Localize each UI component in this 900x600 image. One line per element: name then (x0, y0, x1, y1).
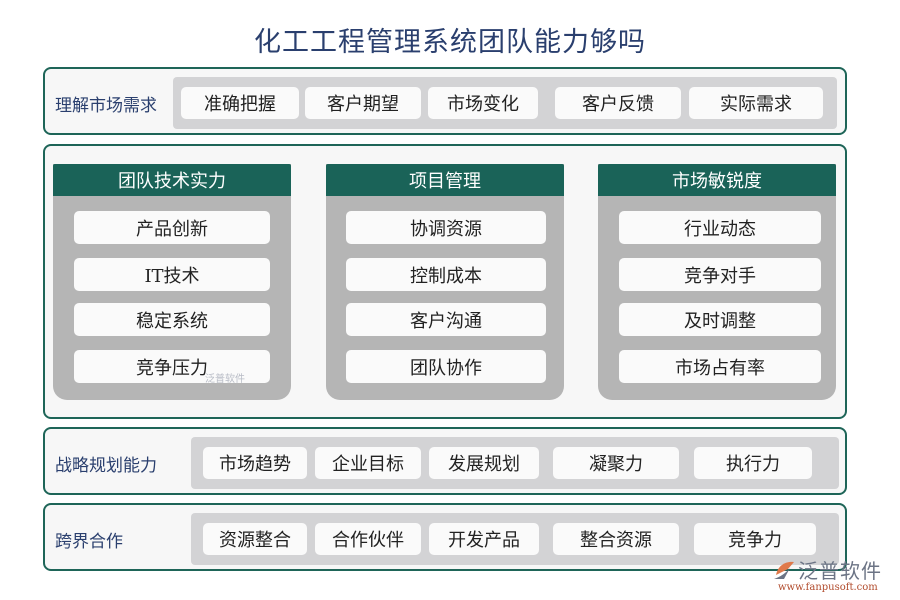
chip: 实际需求 (689, 87, 823, 119)
chip: 企业目标 (315, 447, 421, 479)
panel-title: 市场敏锐度 (598, 164, 836, 196)
items-strip: 市场趋势 企业目标 发展规划 凝聚力 执行力 (191, 437, 839, 489)
chip: 竞争力 (694, 523, 816, 555)
panel-item: 控制成本 (346, 258, 546, 291)
chip: 凝聚力 (553, 447, 679, 479)
chip: 客户期望 (305, 87, 421, 119)
page-title: 化工工程管理系统团队能力够吗 (254, 27, 646, 58)
chip: 开发产品 (429, 523, 539, 555)
chip: 准确把握 (181, 87, 299, 119)
chip: 发展规划 (429, 447, 539, 479)
panel-title: 项目管理 (326, 164, 564, 196)
row-label: 战略规划能力 (55, 456, 157, 476)
logo-icon (774, 561, 794, 579)
row-label: 理解市场需求 (55, 96, 157, 116)
panel-item: 团队协作 (346, 350, 546, 383)
chip: 客户反馈 (555, 87, 681, 119)
panel-item: 产品创新 (74, 211, 270, 244)
row-market-needs: 理解市场需求 准确把握 客户期望 市场变化 客户反馈 实际需求 (43, 67, 847, 135)
panel-item: IT技术 (74, 258, 270, 291)
panel-item: 协调资源 (346, 211, 546, 244)
row-strategy: 战略规划能力 市场趋势 企业目标 发展规划 凝聚力 执行力 (43, 427, 847, 495)
chip: 执行力 (694, 447, 812, 479)
panel-item: 行业动态 (619, 211, 821, 244)
panel-item: 及时调整 (619, 303, 821, 336)
panel-item: 竞争对手 (619, 258, 821, 291)
chip: 市场趋势 (203, 447, 307, 479)
panel-market-sensitivity: 市场敏锐度 行业动态 竞争对手 及时调整 市场占有率 (598, 164, 836, 400)
panel-item: 稳定系统 (74, 303, 270, 336)
chip: 整合资源 (553, 523, 679, 555)
brand-logo: 泛普软件 www.fanpusoft.com (772, 555, 897, 597)
chip: 合作伙伴 (315, 523, 421, 555)
row-cross-border: 跨界合作 资源整合 合作伙伴 开发产品 整合资源 竞争力 (43, 503, 847, 571)
panel-item: 客户沟通 (346, 303, 546, 336)
panel-project-management: 项目管理 协调资源 控制成本 客户沟通 团队协作 (326, 164, 564, 400)
watermark-small: 泛普软件 (205, 374, 245, 385)
panel-item: 竞争压力 (74, 350, 270, 383)
chip: 资源整合 (203, 523, 307, 555)
row-label: 跨界合作 (55, 532, 123, 552)
logo-text: 泛普软件 (798, 559, 882, 583)
chip: 市场变化 (428, 87, 538, 119)
items-strip: 资源整合 合作伙伴 开发产品 整合资源 竞争力 (191, 513, 839, 565)
panel-item: 市场占有率 (619, 350, 821, 383)
panel-title: 团队技术实力 (53, 164, 291, 196)
items-strip: 准确把握 客户期望 市场变化 客户反馈 实际需求 (173, 77, 837, 129)
logo-url: www.fanpusoft.com (778, 582, 878, 593)
panel-tech-strength: 团队技术实力 产品创新 IT技术 稳定系统 竞争压力 (53, 164, 291, 400)
